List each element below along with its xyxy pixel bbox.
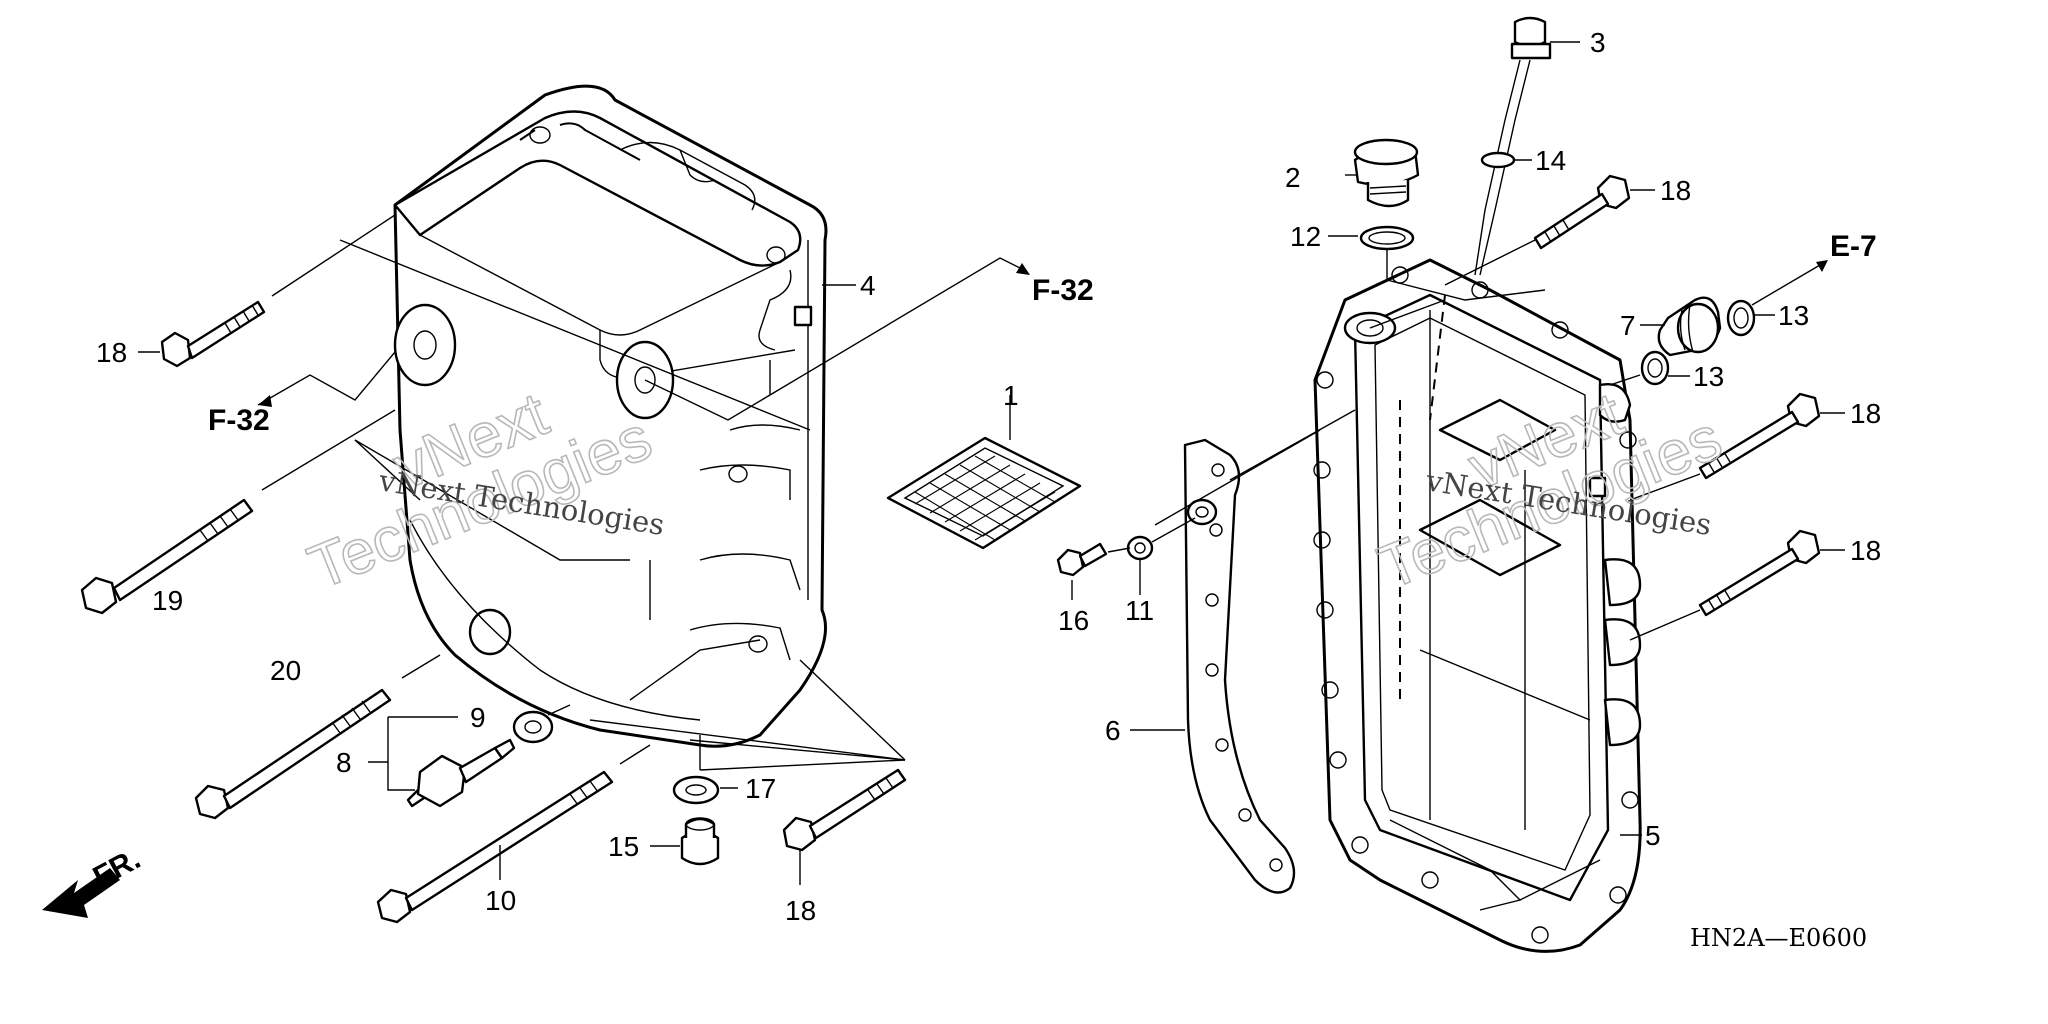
callout-18-top-right: 18 [1660, 175, 1691, 206]
oil-strainer-part-1 [886, 436, 1082, 550]
callout-18-right-middle: 18 [1850, 398, 1881, 429]
front-direction-arrow-icon [42, 868, 120, 918]
callout-18-right-lower: 18 [1850, 535, 1881, 566]
oil-filler-cap-part-2 [1353, 138, 1420, 208]
washer-part-11 [1126, 535, 1154, 561]
callout-9: 9 [470, 702, 486, 733]
callout-5: 5 [1645, 820, 1661, 851]
reference-labels: F-32 F-32 E-7 [208, 230, 1877, 437]
callout-18-lower-middle: 18 [785, 895, 816, 926]
drawing-code: HN2A—E0600 [1690, 924, 1867, 952]
o-ring-part-13-lower [1640, 350, 1670, 386]
callout-18-upper-left: 18 [96, 337, 127, 368]
o-ring-part-13-upper [1726, 299, 1756, 337]
callout-labels: 1 2 3 4 5 6 7 8 9 10 11 12 13 13 14 15 1… [96, 27, 1881, 926]
o-ring-part-14 [1480, 151, 1516, 169]
washer-part-17 [672, 775, 720, 805]
callout-19: 19 [152, 585, 183, 616]
callout-1: 1 [1003, 380, 1019, 411]
bolt-part-19 [80, 498, 254, 615]
callout-14: 14 [1535, 145, 1566, 176]
reference-f32-right: F-32 [1032, 274, 1094, 307]
oil-pressure-switch-part-8 [406, 738, 516, 808]
oil-case-part-5 [1313, 258, 1642, 953]
callout-3: 3 [1590, 27, 1606, 58]
callout-12: 12 [1290, 221, 1321, 252]
bolt-part-18-top-right [1533, 174, 1631, 250]
o-ring-part-12 [1359, 225, 1415, 251]
bolt-part-10 [376, 770, 614, 924]
bolt-part-16 [1056, 542, 1108, 577]
bolt-part-18-lower-middle [782, 768, 907, 852]
callout-20: 20 [270, 655, 301, 686]
callout-8: 8 [336, 747, 352, 778]
leader-lines [138, 41, 1845, 885]
callout-10: 10 [485, 885, 516, 916]
reference-e7: E-7 [1830, 230, 1877, 263]
callout-11: 11 [1125, 595, 1154, 626]
bolt-part-18-upper-left [160, 300, 266, 368]
callout-13-lower: 13 [1693, 361, 1724, 392]
callout-13-upper: 13 [1778, 300, 1809, 331]
callout-17: 17 [745, 773, 776, 804]
washer-part-9 [512, 710, 554, 744]
drain-plug-part-15 [680, 817, 720, 866]
bolt-part-18-right-middle [1698, 392, 1821, 480]
plug-part-7 [1657, 296, 1722, 357]
callout-15: 15 [608, 831, 639, 862]
callout-6: 6 [1105, 715, 1121, 746]
callout-7: 7 [1620, 310, 1636, 341]
bolt-part-18-right-lower [1698, 529, 1821, 617]
reference-f32-left: F-32 [208, 404, 270, 437]
callout-2: 2 [1285, 162, 1301, 193]
callout-4: 4 [860, 270, 876, 301]
gasket-part-6 [1183, 438, 1296, 894]
bolt-part-20 [194, 688, 392, 820]
callout-16: 16 [1058, 605, 1089, 636]
